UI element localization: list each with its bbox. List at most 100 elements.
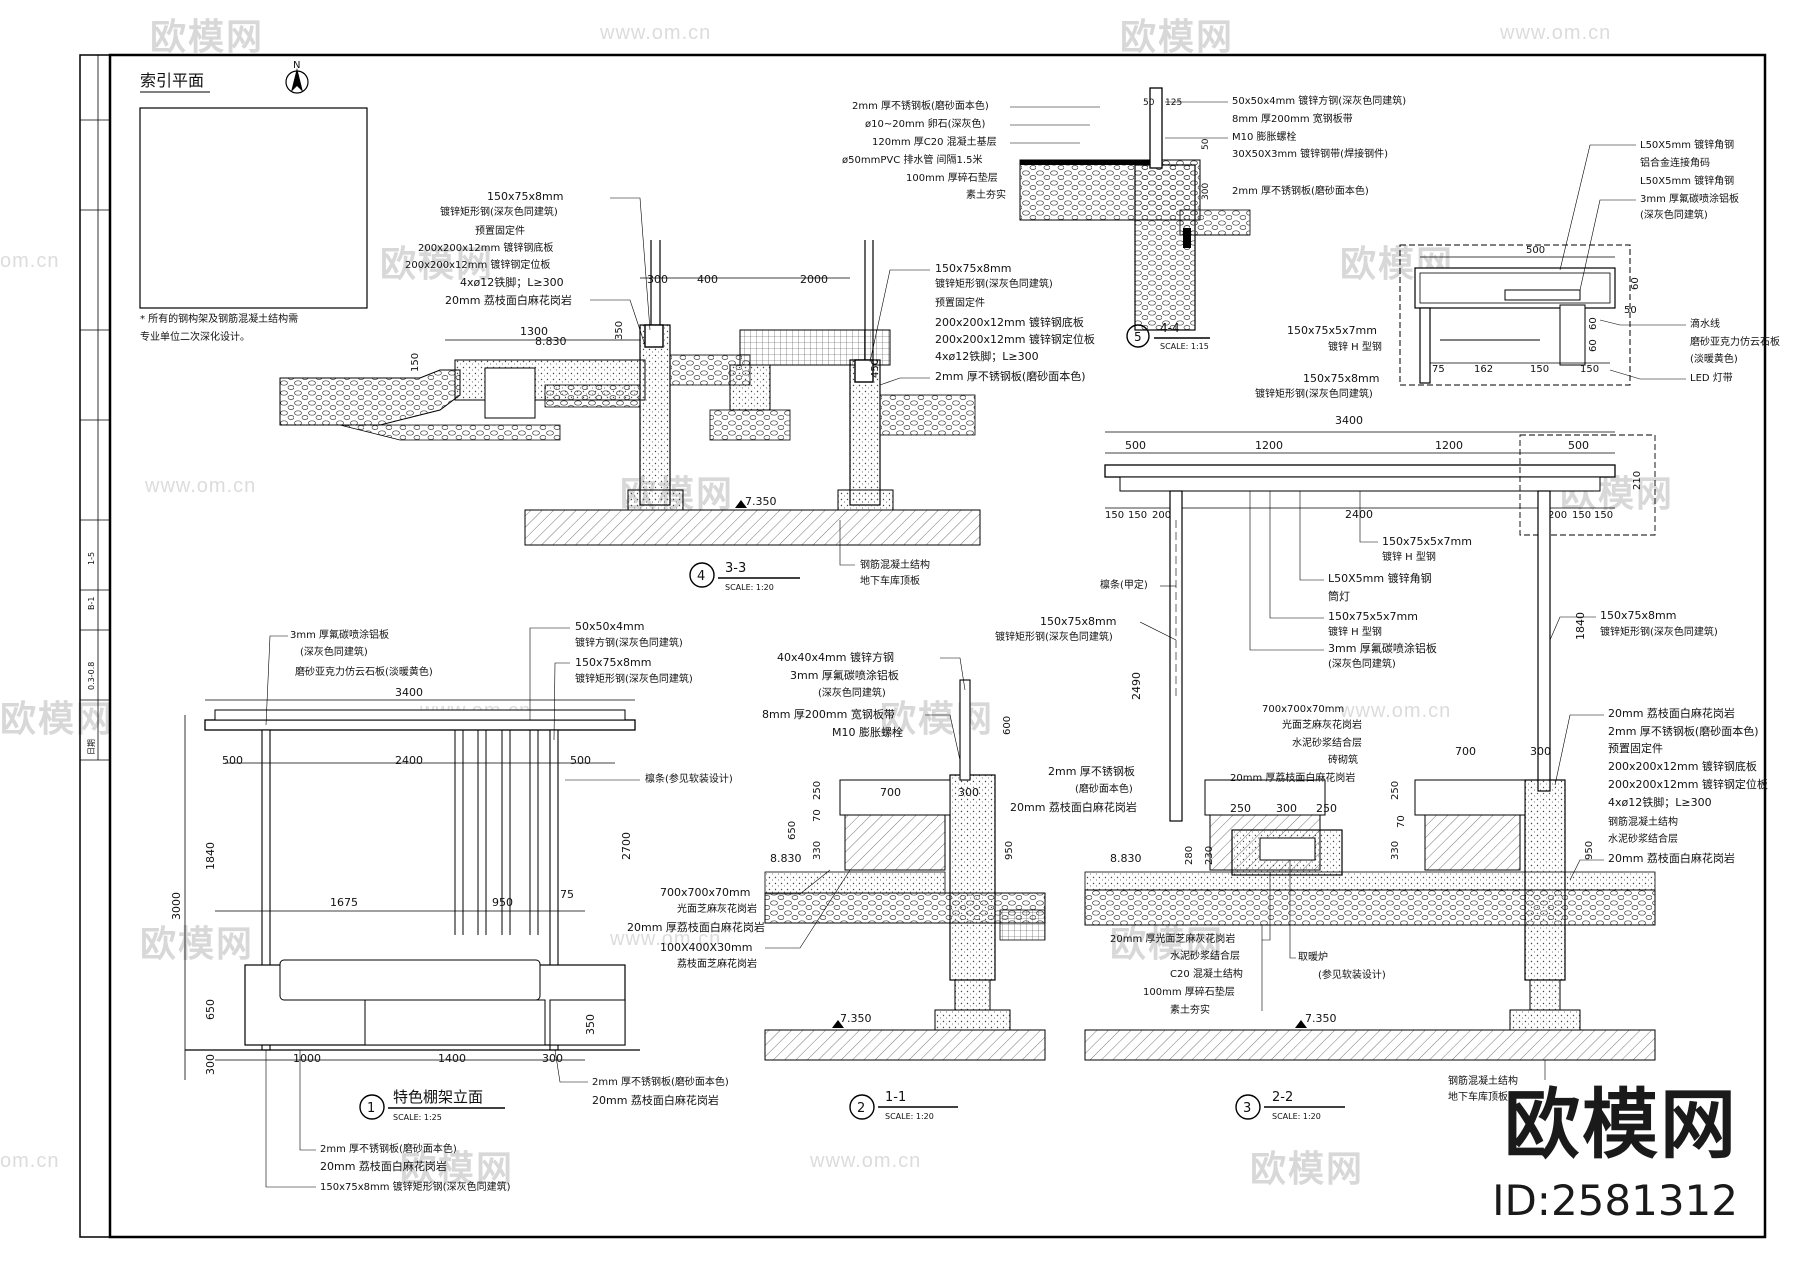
callout-label: 4xø12铁脚；L≥300 — [460, 275, 564, 289]
callout-label: 磨砂亚克力仿云石板(淡暖黄色) — [295, 665, 433, 678]
dimension: 2490 — [1130, 672, 1143, 700]
dimension: 300 — [542, 1052, 563, 1065]
callout-label: 磨砂亚克力仿云石板 — [1690, 335, 1780, 348]
dimension: 2700 — [620, 832, 633, 860]
callout-label: 水泥砂浆结合层 — [1608, 832, 1678, 845]
callout-label: L50X5mm 镀锌角钢 — [1640, 138, 1734, 151]
callout-label: 钢筋混凝土结构 — [1608, 815, 1678, 828]
dimension: 250 — [812, 781, 823, 800]
callout-label: 镀锌矩形钢(深灰色同建筑) — [935, 277, 1053, 290]
dimension: 2000 — [800, 273, 828, 286]
dimension: 75 — [1432, 364, 1445, 375]
callout-label: 20mm 荔枝面白麻花岗岩 — [445, 293, 572, 307]
level-mark: 7.350 — [840, 1012, 872, 1025]
dimension: 1000 — [293, 1052, 321, 1065]
callout-label: 檩条(甲定) — [1100, 578, 1148, 591]
dimension: 230 — [1204, 846, 1215, 865]
callout-label: 50x50x4mm 镀锌方钢(深灰色同建筑) — [1232, 94, 1406, 107]
dimension: 450 — [870, 359, 881, 378]
dimension: 2400 — [395, 754, 423, 767]
dimension: 50 — [1143, 98, 1155, 108]
callout-label: M10 膨胀螺栓 — [832, 725, 903, 739]
callout-label: 光面芝麻灰花岗岩 — [1282, 718, 1362, 731]
callout-label: 150x75x8mm — [935, 262, 1011, 275]
view-title-4: 4 3-3 SCALE: 1:20 — [689, 561, 800, 592]
dimension: 300 — [1276, 802, 1297, 815]
dimension: 200 — [1152, 510, 1171, 521]
callout-label: 镀锌 H 型钢 — [1328, 340, 1382, 353]
dimension: 1840 — [1574, 612, 1587, 640]
callout-label: 取暖炉 — [1298, 950, 1328, 963]
callout-label: ø50mmPVC 排水管 间隔1.5米 — [842, 153, 982, 166]
callout-label: 3mm 厚氟碳喷涂铝板 — [1640, 192, 1739, 205]
callout-label: 20mm 荔枝面白麻花岗岩 — [1608, 851, 1735, 865]
brand-logo: 欧模网 — [1504, 1080, 1738, 1169]
dimension: 950 — [1584, 841, 1595, 860]
callout-label: (淡暖黄色) — [1690, 352, 1738, 365]
callout-label: 2mm 厚不锈钢板(磨砂面本色) — [852, 99, 989, 112]
dimension: 650 — [204, 999, 217, 1020]
dimension: 1675 — [330, 896, 358, 909]
callout-label: 2mm 厚不锈钢板(磨砂面本色) — [320, 1142, 457, 1155]
callout-label: 3mm 厚氟碳喷涂铝板 — [290, 628, 389, 641]
callout-label: 2mm 厚不锈钢板(磨砂面本色) — [592, 1075, 729, 1088]
callout-label: 砖砌筑 — [1328, 753, 1358, 766]
callout-label: 水泥砂浆结合层 — [1292, 736, 1362, 749]
callout-label: 2mm 厚不锈钢板 — [1048, 764, 1135, 778]
dimension: 1400 — [438, 1052, 466, 1065]
dimension: 700 — [1455, 745, 1476, 758]
level-mark: 8.830 — [535, 335, 567, 348]
dimension: 75 — [560, 888, 574, 901]
callout-label: 镀锌矩形钢(深灰色同建筑) — [575, 672, 693, 685]
svg-text:4-4: 4-4 — [1160, 321, 1180, 335]
callout-label: 滴水线 — [1690, 317, 1720, 330]
dimension: 60 — [1588, 339, 1599, 352]
callout-label: (深灰色同建筑) — [1640, 208, 1708, 221]
dimension: 50 — [1201, 138, 1211, 150]
callout-label: 100mm 厚碎石垫层 — [906, 171, 998, 184]
callout-label: 2mm 厚不锈钢板(磨砂面本色) — [935, 369, 1086, 383]
callout-label: ø10~20mm 卵石(深灰色) — [865, 117, 986, 130]
callout-label: 50x50x4mm — [575, 620, 644, 633]
callout-label: 150x75x5x7mm — [1382, 535, 1472, 548]
callout-label: 2mm 厚不锈钢板(磨砂面本色) — [1232, 184, 1369, 197]
svg-text:3: 3 — [1243, 1101, 1251, 1116]
dimension: 330 — [812, 841, 823, 860]
dimension: 500 — [1125, 439, 1146, 452]
callout-label: (磨砂面本色) — [1075, 782, 1133, 795]
callout-label: 150x75x8mm — [487, 190, 563, 203]
callout-label: 20mm 厚光面芝麻灰花岗岩 — [1110, 932, 1235, 945]
level-mark: 8.830 — [1110, 852, 1142, 865]
index-plan-box — [139, 107, 368, 309]
callout-label: 光面芝麻灰花岗岩 — [677, 902, 757, 915]
callout-label: 20mm 荔枝面白麻花岗岩 — [1010, 800, 1137, 814]
dimension: 50 — [1624, 305, 1637, 316]
level-mark: 8.830 — [770, 852, 802, 865]
callout-label: (深灰色同建筑) — [1328, 657, 1396, 670]
svg-text:1-1: 1-1 — [885, 1090, 906, 1105]
dimension: 150 — [1105, 510, 1124, 521]
dimension: 500 — [222, 754, 243, 767]
view-title-5: 5 4-4 SCALE: 1:15 — [1126, 321, 1210, 351]
dimension: 150 — [1572, 510, 1591, 521]
dimension: 150 — [410, 353, 421, 372]
callout-label: L50X5mm 镀锌角钢 — [1640, 174, 1734, 187]
section-3-3: 300 400 2000 1300 350 150 450 8.830 7.35… — [279, 190, 1095, 592]
dimension: 280 — [1184, 846, 1195, 865]
level-mark: 7.350 — [745, 495, 777, 508]
callout-label: C20 混凝土结构 — [1170, 967, 1243, 980]
callout-label: 4xø12铁脚；L≥300 — [1608, 795, 1712, 809]
callout-label: 200x200x12mm 镀锌钢底板 — [1608, 759, 1757, 773]
callout-label: 200x200x12mm 镀锌钢底板 — [418, 241, 553, 254]
dimension: 1840 — [204, 842, 217, 870]
dimension: 60 — [1588, 317, 1599, 330]
svg-text:SCALE: 1:20: SCALE: 1:20 — [725, 583, 774, 592]
callout-label: 120mm 厚C20 混凝土基层 — [872, 135, 997, 148]
svg-text:SCALE: 1:25: SCALE: 1:25 — [393, 1113, 442, 1122]
callout-label: 镀锌矩形钢(深灰色同建筑) — [440, 205, 558, 218]
callout-label: 200x200x12mm 镀锌钢定位板 — [1608, 777, 1768, 791]
dimension: 1200 — [1255, 439, 1283, 452]
callout-label: 镀锌矩形钢(深灰色同建筑) — [1255, 387, 1373, 400]
callout-label: 8mm 厚200mm 宽钢板带 — [1232, 112, 1353, 125]
callout-label: 镀锌矩形钢(深灰色同建筑) — [1600, 625, 1718, 638]
